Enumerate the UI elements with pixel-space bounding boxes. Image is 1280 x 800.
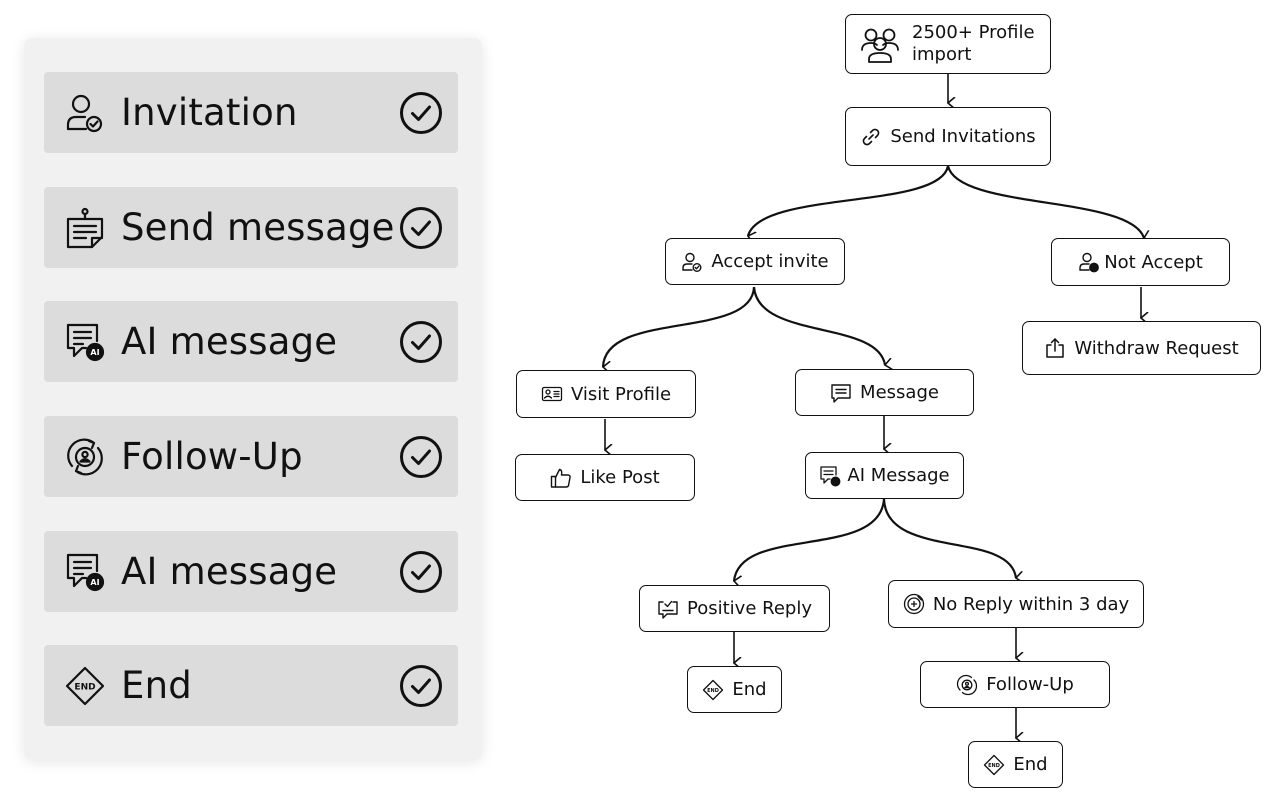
node-profile-import[interactable]: 2500+ Profile import [845,14,1051,74]
svg-text:AI: AI [90,348,99,357]
node-follow-up[interactable]: Follow-Up [920,661,1110,708]
node-not-accept[interactable]: Not Accept [1051,238,1230,286]
node-label: Accept invite [711,251,829,272]
chat-check-icon [657,598,679,620]
step-ai-message[interactable]: AI AI message [44,531,458,612]
node-label: Like Post [580,467,660,488]
node-visit-profile[interactable]: Visit Profile [516,370,696,418]
node-no-reply[interactable]: No Reply within 3 day [888,580,1144,628]
step-send-message[interactable]: Send message [44,187,458,268]
node-like-post[interactable]: Like Post [515,454,695,501]
users-icon [860,24,900,64]
node-accept-invite[interactable]: Accept invite [665,238,845,285]
ai-message-icon: AI [64,551,106,593]
node-label: End [1013,754,1048,775]
no-reply-icon [903,593,925,615]
link-icon [860,126,882,148]
edge-accept-to-visit [603,286,756,367]
node-end-right[interactable]: END End [968,741,1063,788]
user-check-icon [64,92,106,134]
edge-invitations-to-not-accept [946,165,1144,238]
node-label: Positive Reply [687,598,812,619]
node-positive-reply[interactable]: Positive Reply [639,585,830,632]
step-label: End [121,664,192,707]
node-message[interactable]: Message [795,369,974,416]
end-icon: END [702,679,724,701]
svg-text:END: END [708,688,720,694]
thumbs-up-icon [550,467,572,489]
check-circle-icon [399,435,443,479]
chat-icon [830,382,852,404]
step-label: AI message [121,550,338,593]
check-circle-icon [399,206,443,250]
node-ai-message[interactable]: AI Message [805,452,964,499]
check-circle-icon [399,91,443,135]
node-label: Message [860,382,939,403]
step-label: AI message [121,320,338,363]
share-icon [1044,337,1066,359]
node-label: Follow-Up [986,674,1074,695]
node-end-left[interactable]: END End [687,666,782,713]
node-label: End [732,679,767,700]
node-label: No Reply within 3 day [932,593,1130,615]
node-label: AI Message [847,465,950,486]
user-check-icon [681,251,703,273]
end-icon: END [983,754,1005,776]
svg-text:END: END [74,683,95,693]
svg-text:AI: AI [90,578,99,587]
check-circle-icon [399,550,443,594]
node-withdraw-request[interactable]: Withdraw Request [1022,321,1261,375]
follow-up-icon [956,674,978,696]
edge-ai-to-positive [734,498,886,581]
node-label: 2500+ Profile import [912,22,1035,65]
end-icon: END [64,665,106,707]
node-label: Not Accept [1104,251,1203,273]
steps-panel: Invitation Send message [24,38,482,760]
ai-message-icon [819,465,841,487]
step-label: Follow-Up [121,435,303,478]
node-label: Visit Profile [570,383,672,405]
node-label: Send Invitations [890,126,1036,147]
step-label: Invitation [121,91,298,134]
user-block-icon [1078,251,1100,273]
check-circle-icon [399,320,443,364]
check-circle-icon [399,664,443,708]
id-card-icon [541,383,563,405]
step-end[interactable]: END End [44,645,458,726]
node-label: Withdraw Request [1074,337,1239,359]
edge-accept-to-message [752,286,885,365]
node-send-invitations[interactable]: Send Invitations [845,107,1051,166]
message-note-icon [64,207,106,249]
edge-ai-to-noreply [882,498,1016,578]
ai-message-icon: AI [64,321,106,363]
svg-text:END: END [989,763,1001,769]
step-invitation[interactable]: Invitation [44,72,458,153]
step-follow-up[interactable]: Follow-Up [44,416,458,497]
step-ai-message[interactable]: AI AI message [44,301,458,382]
edge-invitations-to-accept [748,165,950,236]
step-label: Send message [121,206,395,249]
follow-up-icon [64,436,106,478]
